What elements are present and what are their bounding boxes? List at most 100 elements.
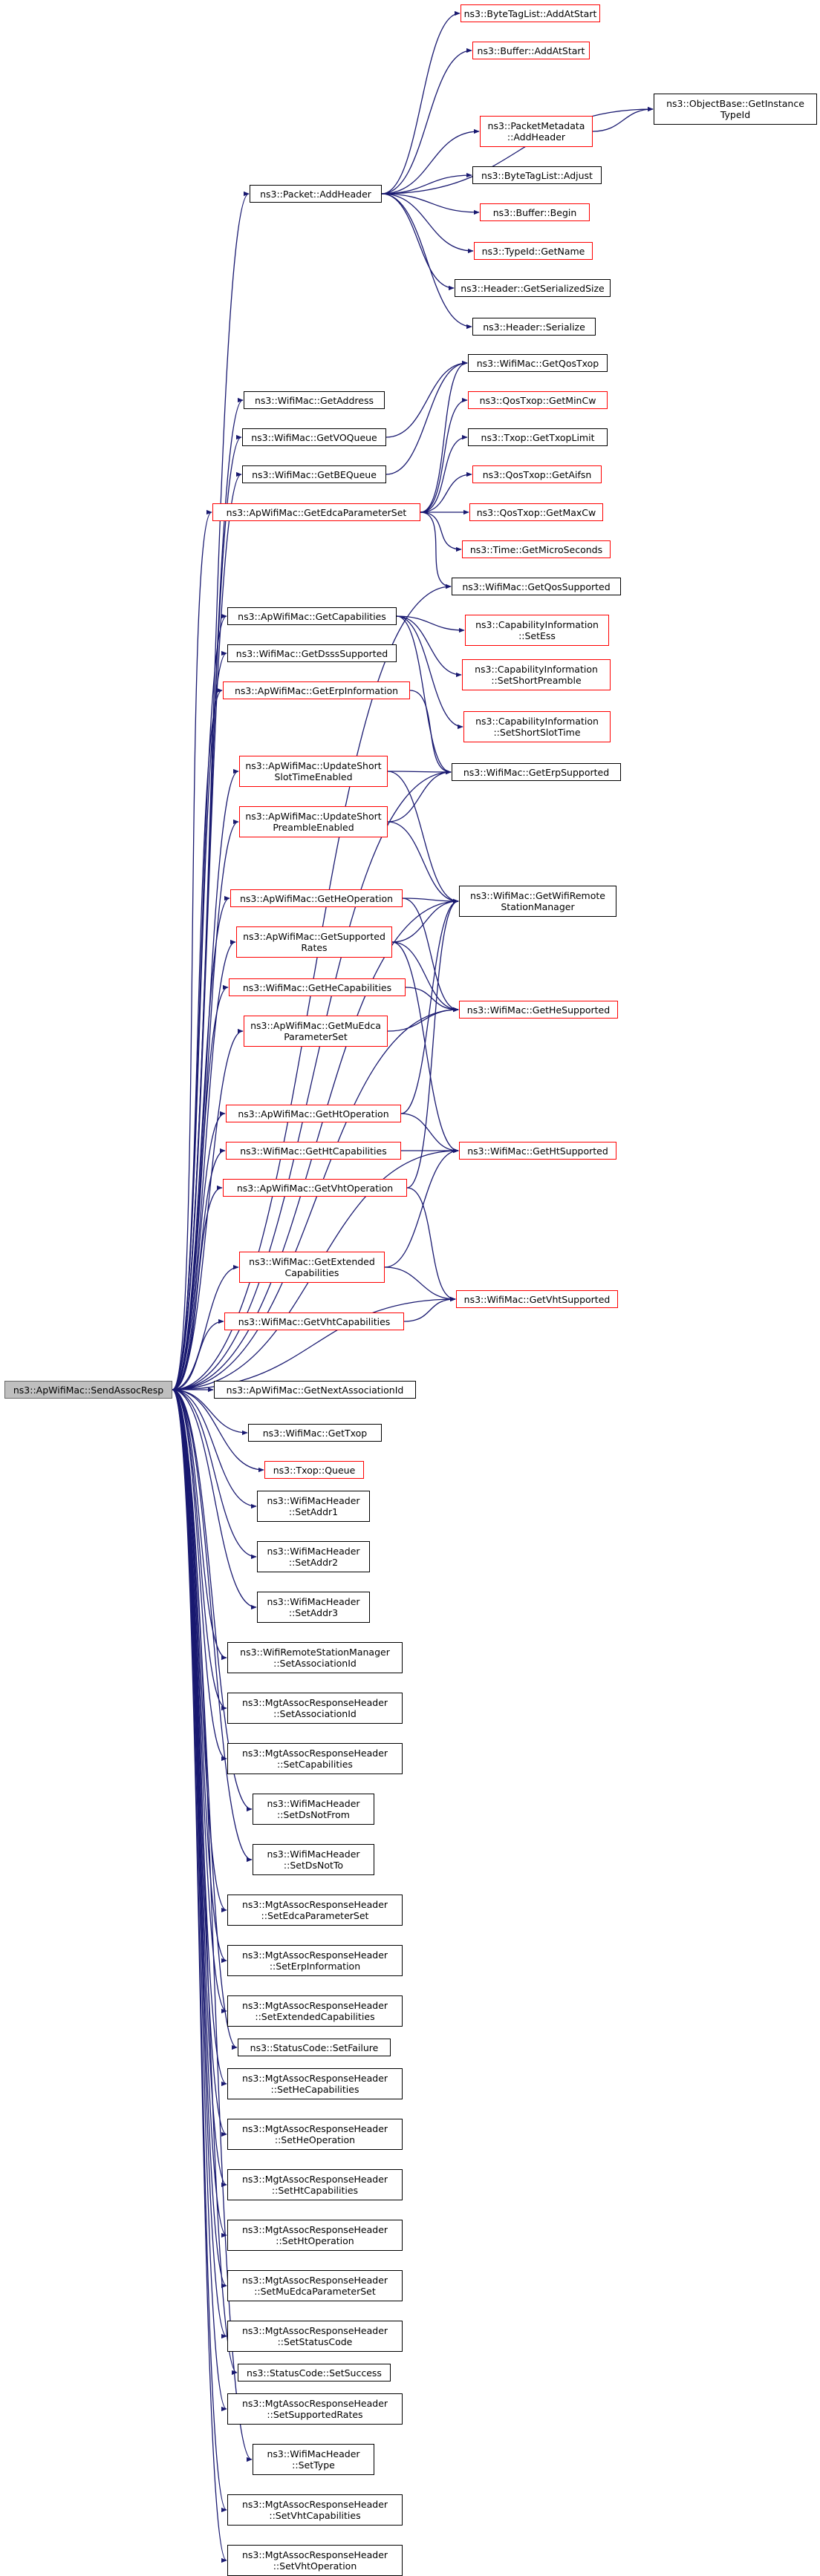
node-ci-setshortpreamble[interactable]: ns3::CapabilityInformation ::SetShortPre… <box>462 659 611 690</box>
node-getaifsn[interactable]: ns3::QosTxop::GetAifsn <box>472 465 602 483</box>
node-getbequeue[interactable]: ns3::WifiMac::GetBEQueue <box>242 465 386 483</box>
edge-addheader-to-btl-addatstart <box>381 10 461 194</box>
edge-getcapabilities-to-ci-setshortslot <box>396 615 463 730</box>
node-setaddr2[interactable]: ns3::WifiMacHeader ::SetAddr2 <box>257 1541 370 1572</box>
node-btl-adjust[interactable]: ns3::ByteTagList::Adjust <box>472 166 602 184</box>
node-sc-setsuccess[interactable]: ns3::StatusCode::SetSuccess <box>238 2364 391 2382</box>
edge-root-to-gethecap <box>172 984 229 1390</box>
node-setdsnotfrom[interactable]: ns3::WifiMacHeader ::SetDsNotFrom <box>253 1794 374 1825</box>
node-hdr-getsersize[interactable]: ns3::Header::GetSerializedSize <box>455 279 611 297</box>
node-mar-setstatus[interactable]: ns3::MgtAssocResponseHeader ::SetStatusC… <box>227 2321 403 2352</box>
edge-root-to-mar-setaid <box>172 1389 227 1711</box>
edge-getcapabilities-to-geterpsupported <box>396 615 452 775</box>
edge-root-to-mar-setrates <box>172 1389 227 2411</box>
node-getextcap[interactable]: ns3::WifiMac::GetExtended Capabilities <box>239 1252 385 1283</box>
node-btl-addatstart[interactable]: ns3::ByteTagList::AddAtStart <box>461 4 600 22</box>
node-mar-seterp[interactable]: ns3::MgtAssocResponseHeader ::SetErpInfo… <box>227 1945 403 1976</box>
node-getheoperation[interactable]: ns3::ApWifiMac::GetHeOperation <box>230 889 403 907</box>
node-buf-addatstart[interactable]: ns3::Buffer::AddAtStart <box>472 42 590 59</box>
edge-addheader-to-getinstancetypeid <box>381 106 654 194</box>
node-getvoqueue[interactable]: ns3::WifiMac::GetVOQueue <box>242 428 386 446</box>
node-getdsss[interactable]: ns3::WifiMac::GetDsssSupported <box>227 644 397 662</box>
node-updshortslot[interactable]: ns3::ApWifiMac::UpdateShort SlotTimeEnab… <box>239 756 388 787</box>
node-mar-setvhtop[interactable]: ns3::MgtAssocResponseHeader ::SetVhtOper… <box>227 2545 403 2576</box>
node-addheader[interactable]: ns3::Packet::AddHeader <box>250 185 382 203</box>
node-mar-sethtop[interactable]: ns3::MgtAssocResponseHeader ::SetHtOpera… <box>227 2220 403 2251</box>
node-getinstancetypeid[interactable]: ns3::ObjectBase::GetInstance TypeId <box>654 94 817 125</box>
node-mar-setcap[interactable]: ns3::MgtAssocResponseHeader ::SetCapabil… <box>227 1743 403 1774</box>
node-pm-addheader[interactable]: ns3::PacketMetadata ::AddHeader <box>480 116 593 147</box>
node-mar-setaid[interactable]: ns3::MgtAssocResponseHeader ::SetAssocia… <box>227 1693 403 1724</box>
node-buf-begin[interactable]: ns3::Buffer::Begin <box>480 203 590 221</box>
node-getvhtcap[interactable]: ns3::WifiMac::GetVhtCapabilities <box>224 1312 404 1330</box>
node-mar-setedca[interactable]: ns3::MgtAssocResponseHeader ::SetEdcaPar… <box>227 1895 403 1926</box>
node-getqostxop[interactable]: ns3::WifiMac::GetQosTxop <box>468 354 608 372</box>
node-getmincw[interactable]: ns3::QosTxop::GetMinCw <box>468 391 608 409</box>
node-ci-setshortslot[interactable]: ns3::CapabilityInformation ::SetShortSlo… <box>463 711 611 742</box>
node-getmicroseconds[interactable]: ns3::Time::GetMicroSeconds <box>462 540 611 558</box>
edge-root-to-getbequeue <box>172 471 242 1390</box>
node-gethecap[interactable]: ns3::WifiMac::GetHeCapabilities <box>229 978 406 996</box>
node-sc-setfailure[interactable]: ns3::StatusCode::SetFailure <box>238 2039 391 2056</box>
edge-getcapabilities-to-ci-setshortpreamble <box>396 615 462 678</box>
node-getremotemgr[interactable]: ns3::WifiMac::GetWifiRemote StationManag… <box>459 886 616 917</box>
node-geterpinfo[interactable]: ns3::ApWifiMac::GetErpInformation <box>223 681 410 699</box>
node-mar-setvhtcap[interactable]: ns3::MgtAssocResponseHeader ::SetVhtCapa… <box>227 2494 403 2526</box>
node-typeid-getname[interactable]: ns3::TypeId::GetName <box>474 242 593 260</box>
edge-getsupportedrates-to-gehesupported <box>391 941 459 1013</box>
node-gehesupported[interactable]: ns3::WifiMac::GetHeSupported <box>459 1001 618 1019</box>
node-hdr-serialize[interactable]: ns3::Header::Serialize <box>472 318 596 336</box>
edge-getheoperation-to-getremotemgr <box>402 898 459 904</box>
edge-getedca-to-getmicroseconds <box>420 511 462 552</box>
node-gethtsupported[interactable]: ns3::WifiMac::GetHtSupported <box>459 1142 616 1160</box>
node-getaddress[interactable]: ns3::WifiMac::GetAddress <box>244 391 385 409</box>
node-gettxoplimit[interactable]: ns3::Txop::GetTxopLimit <box>468 428 608 446</box>
node-gethtoperation[interactable]: ns3::ApWifiMac::GetHtOperation <box>226 1105 401 1122</box>
node-getmaxcw[interactable]: ns3::QosTxop::GetMaxCw <box>469 503 603 521</box>
node-setaddr1[interactable]: ns3::WifiMacHeader ::SetAddr1 <box>257 1491 370 1522</box>
edge-getvhtoperation-to-getremotemgr <box>406 898 459 1189</box>
node-mar-setheop[interactable]: ns3::MgtAssocResponseHeader ::SetHeOpera… <box>227 2119 403 2150</box>
edge-getextcap-to-getvhtsupported <box>384 1266 456 1302</box>
node-mar-sethecap[interactable]: ns3::MgtAssocResponseHeader ::SetHeCapab… <box>227 2068 403 2099</box>
node-getmuedca[interactable]: ns3::ApWifiMac::GetMuEdca ParameterSet <box>244 1016 388 1047</box>
node-root[interactable]: ns3::ApWifiMac::SendAssocResp <box>4 1381 172 1399</box>
edge-updshortslot-to-getremotemgr <box>387 771 459 904</box>
edge-root-to-setdsnotfrom <box>172 1389 253 1812</box>
node-settype[interactable]: ns3::WifiMacHeader ::SetType <box>253 2444 374 2475</box>
node-mar-setextcap[interactable]: ns3::MgtAssocResponseHeader ::SetExtende… <box>227 1995 403 2027</box>
node-setaddr3[interactable]: ns3::WifiMacHeader ::SetAddr3 <box>257 1592 370 1623</box>
edge-getcapabilities-to-ci-setess <box>396 615 465 633</box>
node-getnextaid[interactable]: ns3::ApWifiMac::GetNextAssociationId <box>214 1381 416 1399</box>
node-getqossupported[interactable]: ns3::WifiMac::GetQosSupported <box>452 578 621 595</box>
edge-root-to-getvoqueue <box>172 435 242 1390</box>
edge-addheader-to-pm-addheader <box>381 128 480 194</box>
node-updshortpreamble[interactable]: ns3::ApWifiMac::UpdateShort PreambleEnab… <box>239 806 388 837</box>
edge-root-to-setaddr1 <box>172 1389 257 1509</box>
node-txop-queue[interactable]: ns3::Txop::Queue <box>264 1461 364 1479</box>
edge-root-to-getextcap <box>172 1264 239 1390</box>
edge-gethecap-to-gehesupported <box>405 987 459 1013</box>
edge-updshortslot-to-geterpsupported <box>387 769 452 775</box>
node-gethtcap[interactable]: ns3::WifiMac::GetHtCapabilities <box>226 1142 401 1160</box>
node-geterpsupported[interactable]: ns3::WifiMac::GetErpSupported <box>452 763 621 781</box>
node-getedca[interactable]: ns3::ApWifiMac::GetEdcaParameterSet <box>212 503 420 521</box>
edge-root-to-gehesupported <box>172 1007 459 1390</box>
edge-getmuedca-to-gehesupported <box>387 1007 459 1032</box>
node-mar-sethtcap[interactable]: ns3::MgtAssocResponseHeader ::SetHtCapab… <box>227 2169 403 2200</box>
node-setdsnotto[interactable]: ns3::WifiMacHeader ::SetDsNotTo <box>253 1844 374 1875</box>
edge-root-to-sc-setsuccess <box>172 1389 238 2375</box>
node-gettxop[interactable]: ns3::WifiMac::GetTxop <box>248 1424 382 1442</box>
node-getvhtsupported[interactable]: ns3::WifiMac::GetVhtSupported <box>456 1290 618 1308</box>
node-mar-setmuedca[interactable]: ns3::MgtAssocResponseHeader ::SetMuEdcaP… <box>227 2270 403 2301</box>
node-getvhtoperation[interactable]: ns3::ApWifiMac::GetVhtOperation <box>223 1179 407 1197</box>
node-mar-setrates[interactable]: ns3::MgtAssocResponseHeader ::SetSupport… <box>227 2393 403 2425</box>
node-getcapabilities[interactable]: ns3::ApWifiMac::GetCapabilities <box>227 607 397 625</box>
edge-root-to-mar-setstatus <box>172 1389 227 2338</box>
edge-getheoperation-to-gehesupported <box>402 898 459 1013</box>
node-getsupportedrates[interactable]: ns3::ApWifiMac::GetSupported Rates <box>236 926 392 958</box>
node-ci-setess[interactable]: ns3::CapabilityInformation ::SetEss <box>465 615 609 646</box>
edge-root-to-addheader <box>172 192 250 1390</box>
node-rsm-setaid[interactable]: ns3::WifiRemoteStationManager ::SetAssoc… <box>227 1642 403 1673</box>
